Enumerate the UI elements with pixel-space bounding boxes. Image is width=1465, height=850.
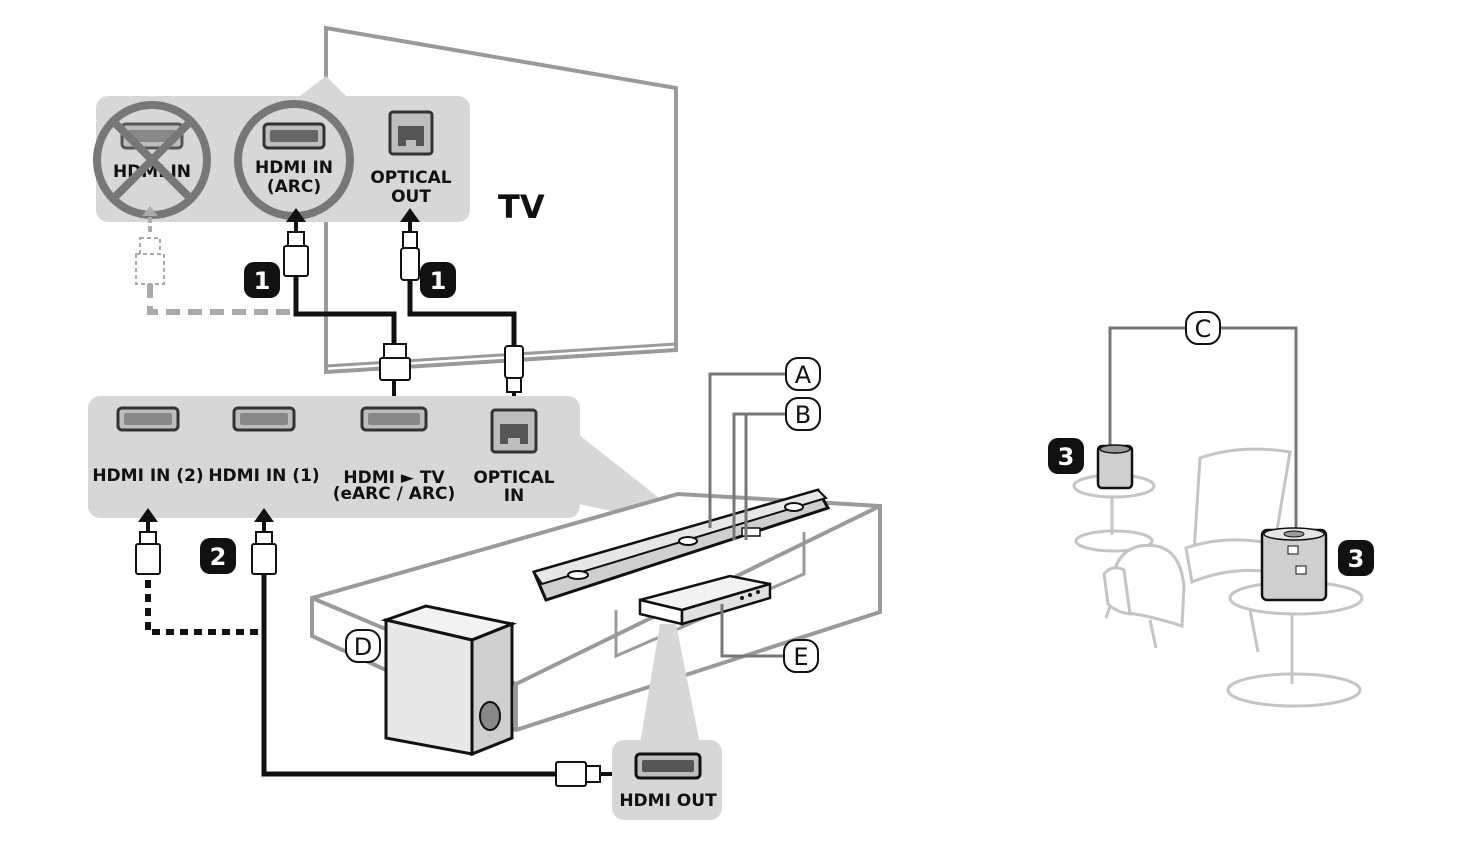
rear-speaker-left (1096, 444, 1134, 490)
callout-a: A (785, 357, 821, 391)
soundbar-hdmi-tv-label-2: (eARC / ARC) (333, 484, 456, 504)
soundbar-hdmi-in-1-label: HDMI IN (1) (208, 466, 319, 486)
soundbar-optical-in-port (490, 408, 538, 454)
hdmi-in-1-cable (251, 508, 626, 787)
svg-text:2: 2 (210, 543, 227, 571)
svg-text:E: E (793, 643, 808, 671)
tv-label: TV (498, 188, 545, 226)
soundbar-hdmi-in-2-port (116, 406, 180, 432)
tv-hdmi-arc-label-2: (ARC) (267, 177, 321, 197)
tv-optical-out-label-1: OPTICAL (370, 168, 451, 188)
step-1-badge-b: 1 (420, 262, 456, 298)
step-3-badge-right: 3 (1338, 540, 1374, 576)
soundbar-hdmi-tv-label-1: HDMI ► TV (343, 468, 445, 488)
subwoofer (380, 604, 518, 757)
optical-cable (400, 208, 524, 414)
hdmi-arc-cable (283, 208, 411, 414)
soundbar (531, 488, 831, 602)
step-3-badge-left: 3 (1048, 438, 1084, 474)
svg-text:B: B (795, 401, 811, 429)
svg-text:1: 1 (254, 267, 271, 295)
source-port-panel (612, 624, 722, 820)
armchair (1102, 447, 1292, 653)
soundbar-hdmi-in-1-port (232, 406, 296, 432)
svg-text:A: A (795, 361, 812, 389)
tv-optical-out-label-2: OUT (391, 187, 431, 207)
step-2-badge: 2 (200, 538, 236, 574)
rear-speaker-right (1260, 527, 1328, 602)
svg-text:C: C (1195, 315, 1212, 343)
svg-text:3: 3 (1348, 545, 1365, 573)
tv-hdmi-arc-port (234, 100, 354, 220)
callout-b: B (785, 397, 821, 431)
soundbar-hdmi-in-2-label: HDMI IN (2) (92, 466, 203, 486)
callout-lines (708, 326, 1298, 658)
soundbar-optical-in-label-1: OPTICAL (473, 468, 554, 488)
svg-text:3: 3 (1058, 443, 1075, 471)
svg-text:1: 1 (430, 267, 447, 295)
source-device (638, 574, 772, 626)
tv-optical-out-port (388, 110, 434, 156)
wrong-hdmi-cable (135, 206, 292, 315)
svg-text:D: D (354, 633, 372, 661)
source-hdmi-out-label: HDMI OUT (619, 791, 717, 811)
callout-e: E (783, 639, 819, 673)
callout-d: D (345, 629, 381, 663)
step-1-badge-a: 1 (244, 262, 280, 298)
soundbar-hdmi-tv-port (360, 406, 428, 432)
callout-c: C (1185, 311, 1221, 345)
hdmi-in-2-cable (135, 508, 260, 635)
soundbar-optical-in-label-2: IN (504, 486, 525, 506)
tv-hdmi-arc-label-1: HDMI IN (255, 158, 333, 178)
